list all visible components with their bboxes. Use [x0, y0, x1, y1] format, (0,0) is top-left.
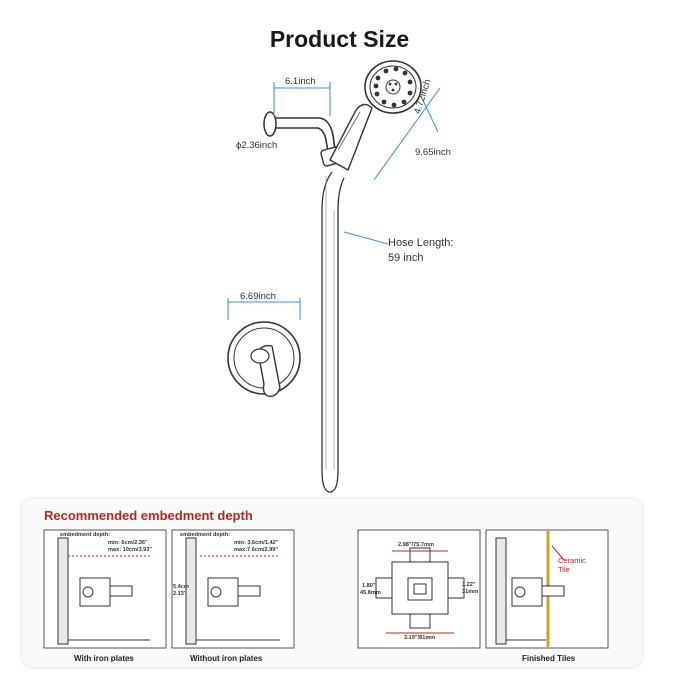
- with-plates-caption: With iron plates: [74, 654, 134, 663]
- trim-width-label: 6.69inch: [240, 291, 276, 302]
- dimension-lines: [227, 82, 441, 320]
- without-plates-max: max:7.6cm/2.99": [234, 547, 279, 553]
- valve-trim: [227, 321, 301, 398]
- handheld-handle: [329, 103, 373, 172]
- without-plates-caption: Without iron plates: [190, 654, 263, 663]
- ceramic-tile-label: Ceramic Tile: [558, 556, 586, 574]
- shower-head: [364, 60, 422, 114]
- valve-right-dim-in: 1.22": [462, 582, 476, 588]
- shower-hose: [321, 171, 345, 493]
- valve-left-dim-in: 1.80": [362, 583, 376, 589]
- arm-length-label: 6.1inch: [285, 76, 316, 87]
- with-plates-max: max: 10cm/3.93": [108, 547, 153, 553]
- without-plates-side-in: 2.13": [173, 591, 187, 597]
- embedment-title: Recommended embedment depth: [44, 508, 253, 523]
- hose-length-label: Hose Length: 59 inch: [388, 237, 454, 264]
- wall-flange: [263, 111, 277, 137]
- without-plates-side-cm: 5.4cm: [173, 584, 189, 590]
- flange-diameter-label: ϕ2.36inch: [236, 140, 278, 151]
- valve-left-dim-mm: 45.8mm: [360, 590, 381, 596]
- embedment-panel: [22, 499, 642, 667]
- page-title: Product Size: [269, 26, 410, 52]
- without-plates-min: min: 3.6cm/1.42": [234, 540, 279, 546]
- finished-tiles-caption: Finished Tiles: [522, 654, 576, 663]
- head-height-label: 9.65inch: [415, 147, 451, 158]
- without-plates-depth-label: embedment depth:: [180, 532, 231, 538]
- valve-bottom-dim: 3.19"/81mm: [404, 635, 436, 641]
- with-plates-min: min: 6cm/2.36": [108, 540, 148, 546]
- shower-arm: [276, 117, 336, 151]
- valve-right-dim-mm: 31mm: [462, 589, 479, 595]
- valve-top-dim: 2.98"/75.7mm: [398, 542, 434, 548]
- with-plates-depth-label: embedment depth:: [60, 532, 111, 538]
